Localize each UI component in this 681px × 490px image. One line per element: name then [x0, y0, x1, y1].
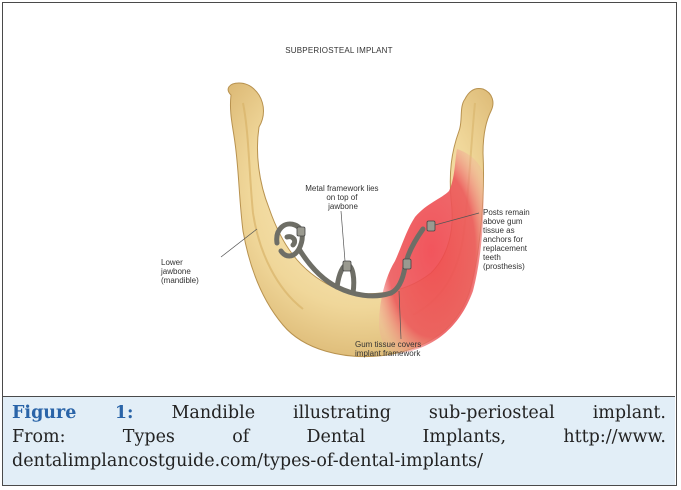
- label-posts: Posts remain above gum tissue as anchors…: [483, 208, 532, 271]
- label-gum-tissue: Gum tissue covers implant framework: [355, 340, 423, 358]
- caption-line-3: dentalimplancostguide.com/types-of-denta…: [12, 449, 666, 473]
- figure-image: SUBPERIOSTEAL IMPLANT: [3, 3, 675, 397]
- figure-frame: SUBPERIOSTEAL IMPLANT: [2, 2, 677, 486]
- caption-line-2: From: Types of Dental Implants, http://w…: [12, 425, 666, 449]
- caption-text: Mandible illustrating sub-periosteal imp…: [134, 403, 666, 423]
- label-lower-jawbone: Lower jawbone (mandible): [160, 258, 199, 285]
- figure-caption: Figure 1: Mandible illustrating sub-peri…: [3, 397, 675, 485]
- gum-tissue: [379, 149, 484, 353]
- label-metal-framework: Metal framework lies on top of jawbone: [305, 184, 381, 211]
- caption-line-1: Figure 1: Mandible illustrating sub-peri…: [12, 401, 666, 425]
- mandible-diagram: SUBPERIOSTEAL IMPLANT: [3, 3, 675, 396]
- diagram-title: SUBPERIOSTEAL IMPLANT: [285, 46, 393, 55]
- figure-label: Figure 1:: [12, 403, 134, 423]
